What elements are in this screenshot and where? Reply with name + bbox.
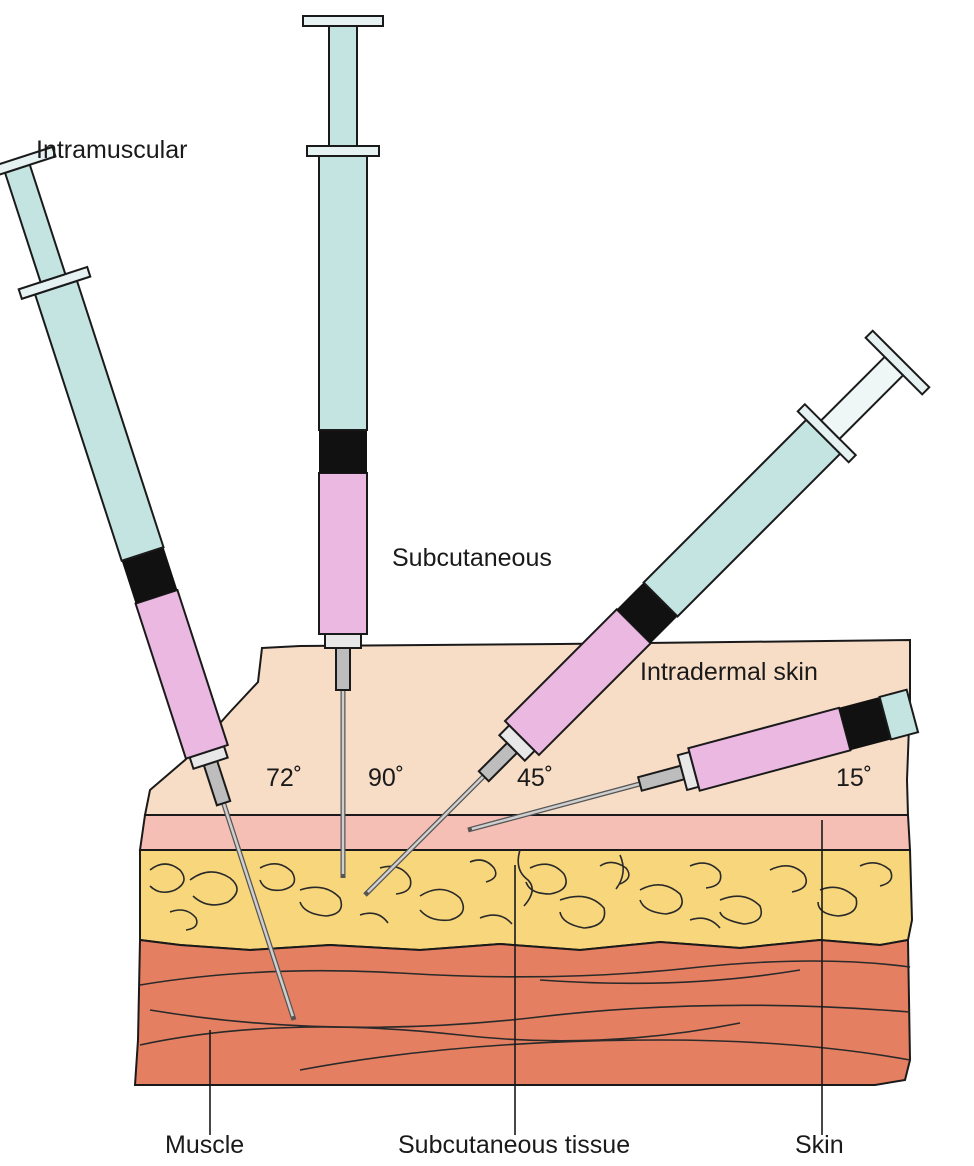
angle-15: 15˚ (836, 764, 872, 792)
syringe-flange (307, 146, 379, 156)
label-muscle: Muscle (165, 1131, 244, 1159)
label-subcutaneous-tissue: Subcutaneous tissue (398, 1131, 630, 1159)
plunger-rod (5, 165, 65, 282)
plunger-rod (821, 357, 903, 439)
angle-45: 45˚ (517, 764, 553, 792)
label-intradermal: Intradermal skin (640, 658, 818, 686)
syringe-barrel (644, 420, 841, 617)
angle-90: 90˚ (368, 764, 404, 792)
label-intramuscular: Intramuscular (36, 136, 187, 164)
plunger-rod (329, 26, 357, 146)
syringe-medication (319, 473, 367, 634)
label-subcutaneous: Subcutaneous (392, 544, 552, 572)
angle-72: 72˚ (266, 764, 302, 792)
syringe-barrel (35, 281, 163, 561)
label-skin: Skin (795, 1131, 844, 1159)
syringe-barrel (319, 156, 367, 430)
syringe-medication (136, 590, 228, 759)
plunger-band (319, 430, 367, 473)
plunger-thumb (303, 16, 383, 26)
dermis-layer (140, 815, 910, 850)
needle-hub (336, 648, 350, 690)
